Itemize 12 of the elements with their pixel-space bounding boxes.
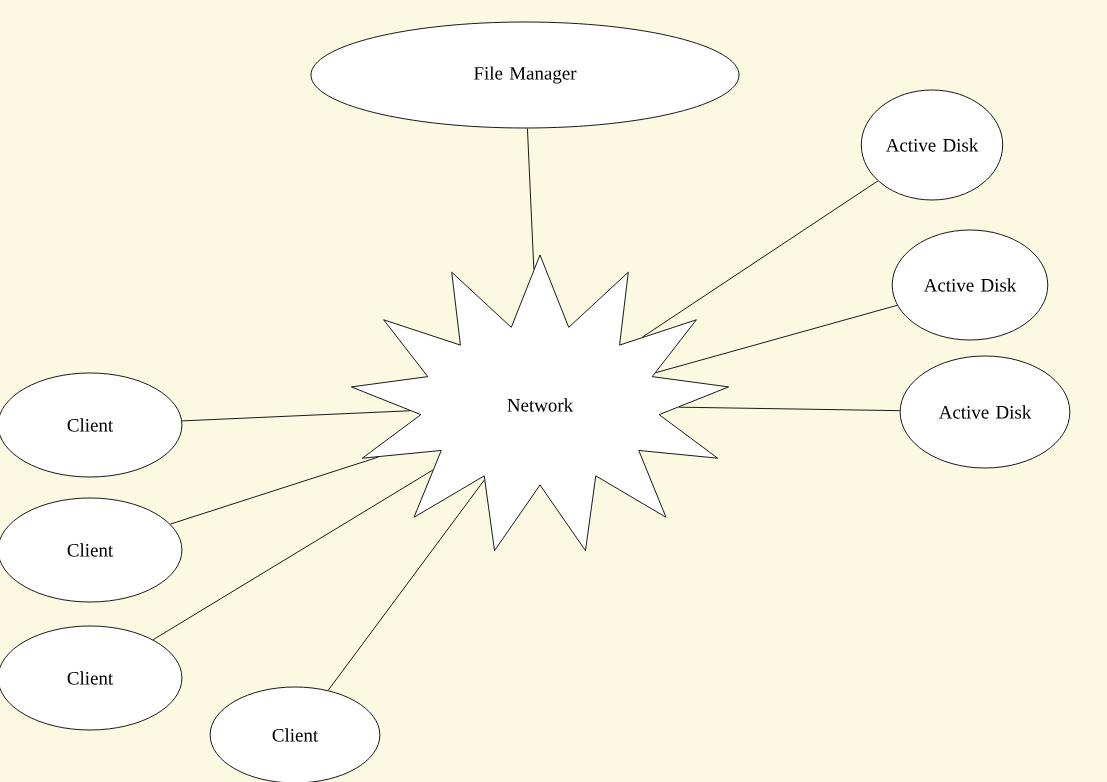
network-starburst: Network [350, 254, 730, 552]
ellipse-node: File Manager [310, 21, 740, 129]
connector-line [526, 128, 535, 270]
connector-line [152, 469, 434, 641]
connector-line [181, 410, 411, 422]
connector-line [641, 180, 879, 338]
connector-line [678, 406, 901, 412]
ellipse-node: Client [209, 686, 381, 782]
ellipse-node: Active Disk [899, 355, 1071, 469]
ellipse-node: Active Disk [860, 89, 1004, 201]
ellipse-node: Active Disk [891, 229, 1049, 341]
connector-line [169, 456, 379, 525]
